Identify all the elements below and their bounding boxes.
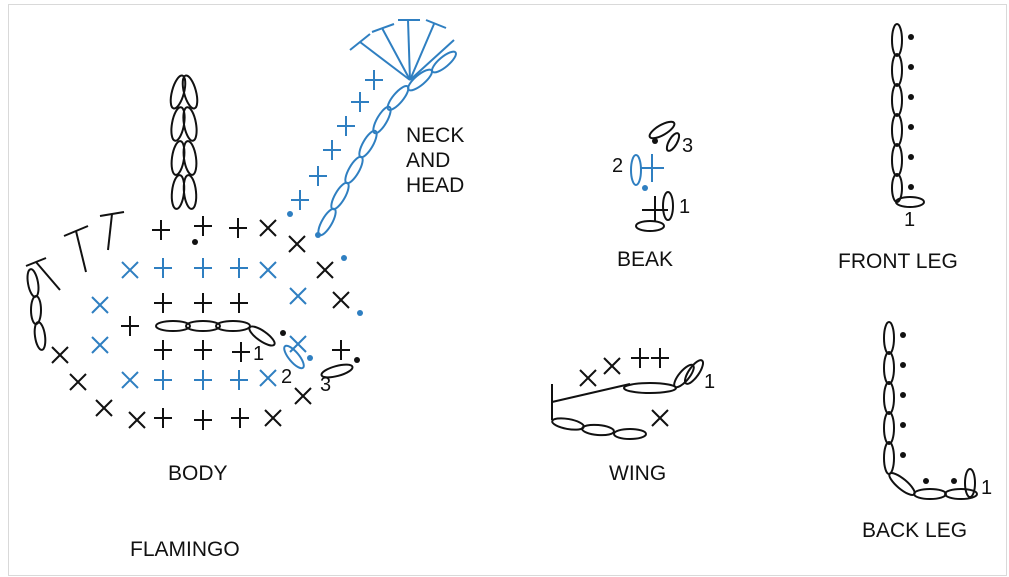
beak-round-2: 2 xyxy=(612,155,624,177)
left-chain xyxy=(26,268,47,351)
front-leg-diagram xyxy=(891,23,925,208)
back-leg-label: BACK LEG xyxy=(862,519,968,542)
back-leg-round-1: 1 xyxy=(981,477,993,499)
body-blue-stitches xyxy=(91,257,307,391)
body-round-2: 2 xyxy=(281,366,293,388)
wing-diagram xyxy=(551,347,705,440)
beak-round-1: 1 xyxy=(679,196,691,218)
body-round-3: 3 xyxy=(320,374,332,396)
body-dots xyxy=(192,211,363,363)
body-diagram xyxy=(25,74,354,431)
front-leg-round-1: 1 xyxy=(904,209,916,231)
flamingo-title: FLAMINGO xyxy=(130,538,240,561)
neck-head-diagram xyxy=(290,19,457,237)
beak-round-3: 3 xyxy=(682,135,694,157)
wing-label: WING xyxy=(609,462,667,485)
beak-diagram xyxy=(630,120,681,232)
diagram-frame xyxy=(8,4,1007,576)
wing-round-1: 1 xyxy=(704,371,716,393)
body-label: BODY xyxy=(168,462,228,485)
body-round-1: 1 xyxy=(253,343,265,365)
front-leg-label: FRONT LEG xyxy=(838,250,958,273)
back-leg-diagram xyxy=(883,321,978,500)
neck-label-line2: AND xyxy=(406,149,451,172)
neck-label-line3: HEAD xyxy=(406,174,465,197)
tail-chain xyxy=(169,74,199,210)
beak-label: BEAK xyxy=(617,248,674,271)
neck-label-line1: NECK xyxy=(406,124,465,147)
